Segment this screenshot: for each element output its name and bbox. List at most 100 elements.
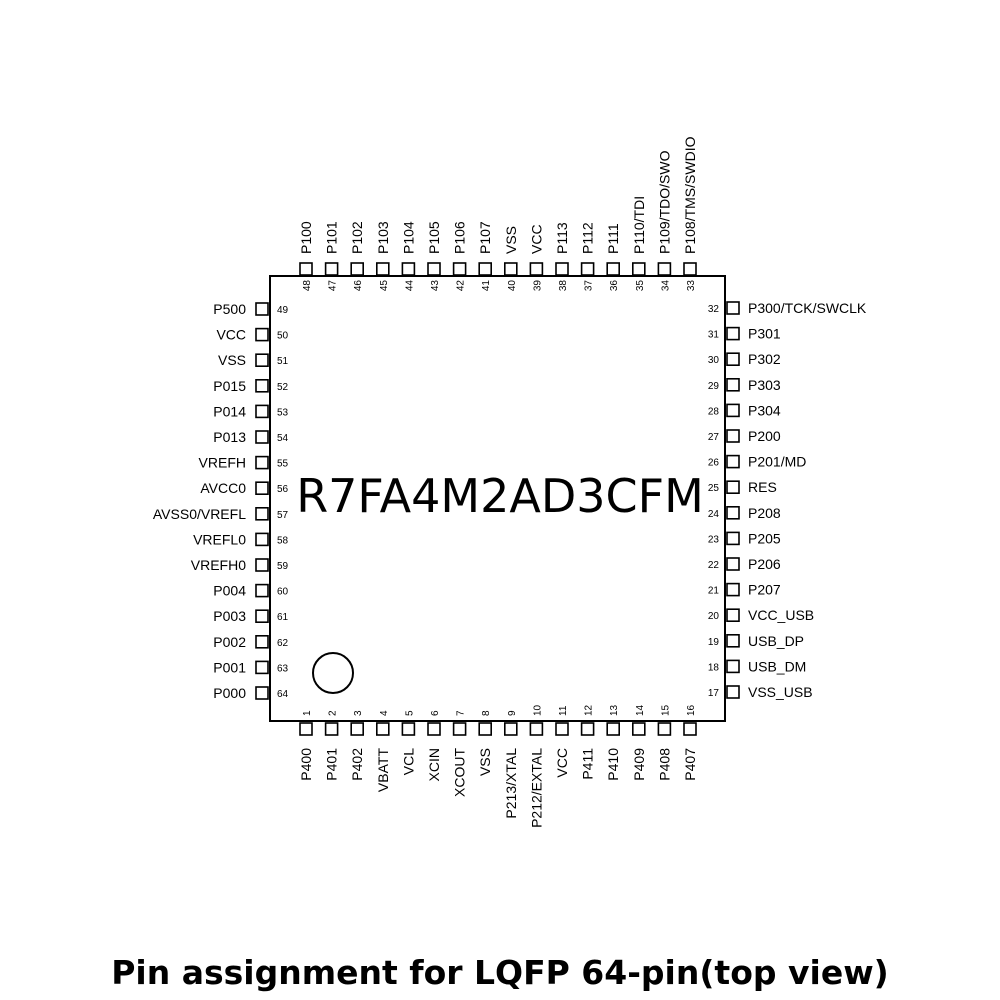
- pin-pad-60: [255, 583, 269, 598]
- pin-number-11: 11: [558, 705, 569, 716]
- pin-name-37: P112: [580, 222, 596, 254]
- pin-name-39: VCC: [528, 224, 544, 254]
- pin-name-15: P408: [656, 748, 672, 781]
- pin-name-11: VCC: [554, 748, 570, 778]
- pin-number-58: 58: [277, 535, 289, 546]
- pin-number-23: 23: [708, 534, 720, 545]
- pin-pad-39: [529, 262, 544, 276]
- pin-name-40: VSS: [503, 226, 519, 254]
- pin-number-13: 13: [609, 704, 620, 716]
- pin-number-34: 34: [660, 280, 671, 292]
- pin-number-51: 51: [277, 356, 289, 367]
- pin-name-22: P206: [748, 556, 781, 572]
- pin-pad-10: [529, 722, 544, 736]
- pin-name-4: VBATT: [375, 748, 391, 793]
- pin-pad-18: [726, 659, 740, 674]
- pin-number-60: 60: [277, 587, 289, 598]
- pin-number-47: 47: [328, 280, 339, 292]
- pin-name-60: P004: [213, 583, 246, 599]
- pin-name-56: AVCC0: [200, 480, 246, 496]
- pin-pad-11: [555, 722, 569, 736]
- pin-pad-12: [580, 722, 595, 736]
- pin-number-5: 5: [404, 710, 415, 716]
- pin-pad-6: [427, 722, 441, 736]
- chip-part-number: R7FA4M2AD3CFM: [296, 469, 704, 523]
- pin-pad-3: [350, 722, 365, 736]
- pin-name-45: P103: [375, 221, 391, 254]
- pin-number-57: 57: [277, 510, 289, 521]
- pin-number-10: 10: [532, 704, 543, 716]
- pin-pad-43: [427, 262, 441, 276]
- pin-number-59: 59: [277, 561, 289, 572]
- pin-number-1: 1: [302, 710, 313, 716]
- pin-name-47: P101: [324, 221, 340, 254]
- pin-pad-55: [255, 455, 269, 470]
- pin-name-29: P303: [748, 377, 781, 393]
- pin-name-24: P208: [748, 505, 781, 521]
- pin-name-36: P111: [605, 223, 621, 254]
- pin-pad-31: [726, 326, 740, 341]
- pin-pad-20: [726, 608, 740, 623]
- pin-number-53: 53: [277, 407, 289, 418]
- pin-pad-62: [255, 634, 269, 649]
- pin-pad-40: [503, 262, 518, 276]
- pin-name-49: P500: [213, 301, 246, 317]
- pin-pad-15: [657, 722, 672, 736]
- pin-pad-63: [255, 660, 269, 675]
- pin-name-64: P000: [213, 685, 246, 701]
- pin-number-39: 39: [532, 280, 543, 292]
- pin-number-30: 30: [708, 355, 720, 366]
- pin-name-19: USB_DP: [748, 633, 804, 649]
- pin-number-28: 28: [708, 406, 720, 417]
- pin-number-26: 26: [708, 458, 720, 469]
- pin-pad-7: [452, 722, 467, 736]
- pin-name-41: P107: [477, 221, 493, 254]
- pin-pad-17: [726, 685, 740, 699]
- pin-number-35: 35: [635, 280, 646, 292]
- pin-name-17: VSS_USB: [748, 684, 813, 700]
- pin-number-22: 22: [708, 560, 720, 571]
- pin-pad-33: [683, 262, 697, 276]
- pin-number-12: 12: [584, 704, 595, 716]
- pin-pad-32: [726, 301, 740, 315]
- pin-name-6: XCIN: [426, 748, 442, 781]
- pin-pad-49: [255, 302, 269, 316]
- pin-number-44: 44: [404, 280, 415, 292]
- pin-pad-44: [401, 262, 416, 276]
- pin-number-61: 61: [277, 612, 289, 623]
- pin-pad-13: [606, 722, 621, 736]
- pin-name-1: P400: [298, 748, 314, 781]
- pin-pad-59: [255, 558, 269, 572]
- pin-number-4: 4: [379, 710, 390, 716]
- pin-number-37: 37: [584, 280, 595, 292]
- pin-name-54: P013: [213, 429, 246, 445]
- pin-name-23: P205: [748, 530, 781, 546]
- pin-pad-1: [299, 722, 313, 736]
- pin-name-7: XCOUT: [452, 748, 468, 797]
- pin-pad-30: [726, 352, 740, 367]
- pin-name-62: P002: [213, 634, 246, 650]
- pin-name-10: P212/EXTAL: [528, 748, 544, 828]
- pin-pad-5: [401, 722, 416, 736]
- pin-name-26: P201/MD: [748, 454, 806, 470]
- pin-name-53: P014: [213, 403, 246, 419]
- pin-name-44: P104: [400, 221, 416, 254]
- pin-number-25: 25: [708, 483, 720, 494]
- pin-pad-48: [299, 262, 313, 276]
- pin-number-17: 17: [708, 688, 720, 699]
- pin-name-61: P003: [213, 608, 246, 624]
- pin-number-7: 7: [456, 710, 467, 716]
- pin-name-58: VREFL0: [193, 531, 246, 547]
- pin-number-45: 45: [379, 280, 390, 292]
- pin-pad-54: [255, 430, 269, 444]
- pin-name-42: P106: [452, 221, 468, 254]
- pin-pad-61: [255, 609, 269, 624]
- pin-pad-29: [726, 377, 740, 392]
- pin-number-31: 31: [708, 330, 720, 341]
- pin-number-16: 16: [686, 704, 697, 716]
- pin-number-24: 24: [708, 509, 720, 520]
- pin-number-3: 3: [353, 710, 364, 716]
- pin-name-48: P100: [298, 221, 314, 254]
- pin-name-3: P402: [349, 748, 365, 781]
